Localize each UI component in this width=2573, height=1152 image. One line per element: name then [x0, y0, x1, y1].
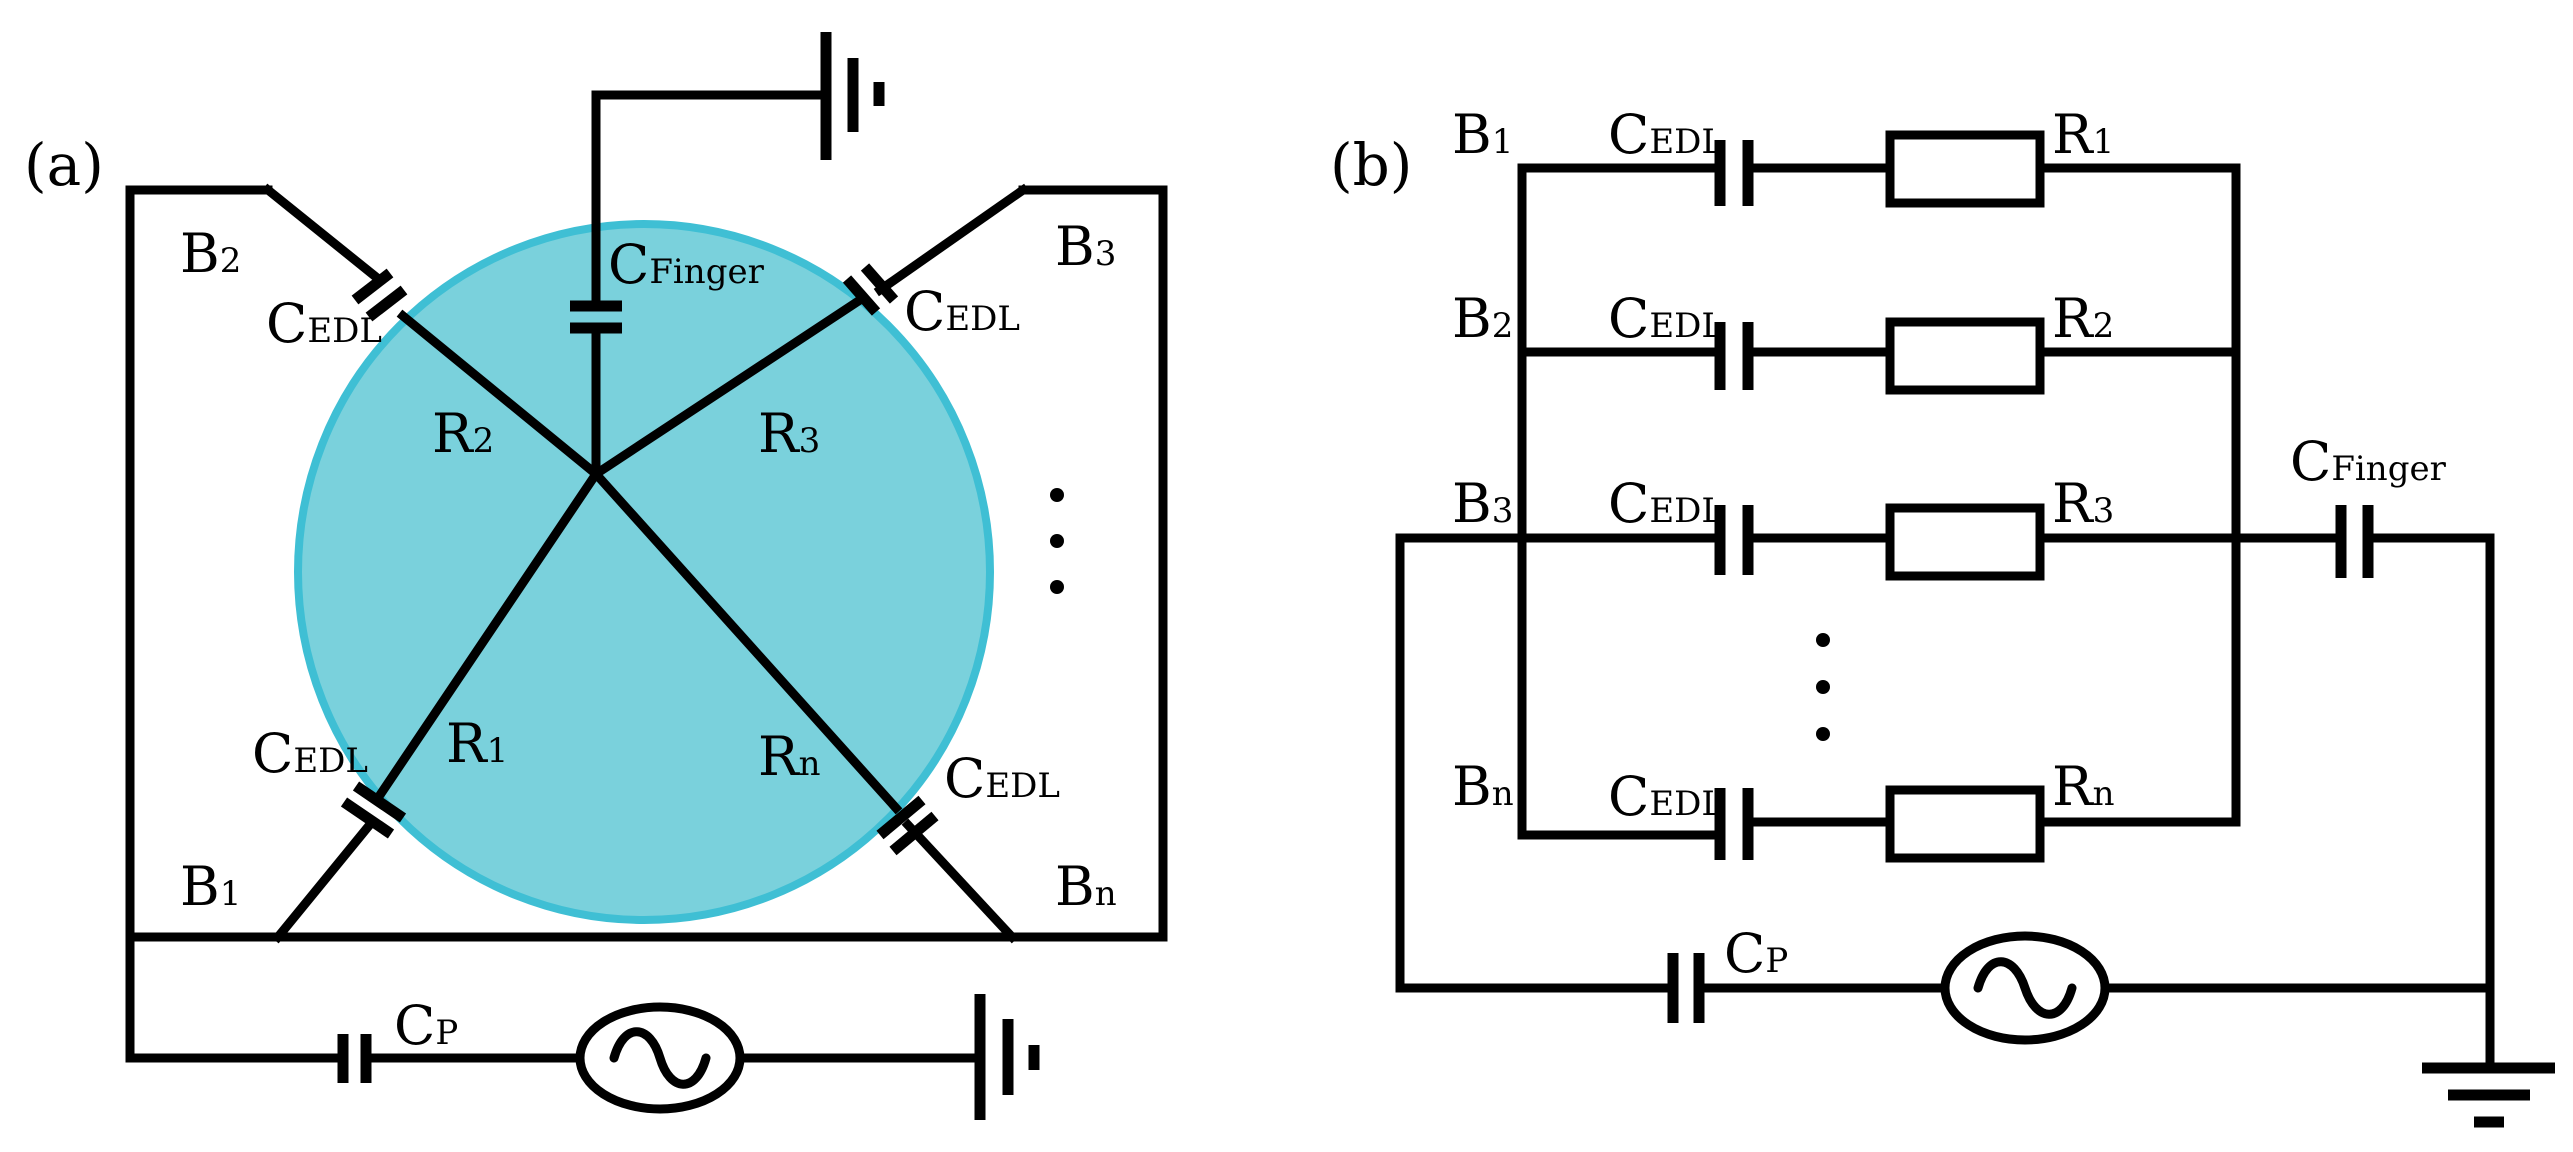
label-cedl-row3: CEDL — [1608, 472, 1724, 535]
wire-bottom-left — [125, 932, 345, 1063]
label-rn: Rn — [758, 725, 821, 788]
capacitor-cedl-tl-plate2 — [365, 285, 408, 322]
wire-cedl-to-center-r3 — [589, 293, 867, 481]
panel-a: (a) — [24, 32, 1168, 1120]
label-rn-row: Rn — [2052, 755, 2115, 818]
wire-cedl-to-center-rn — [589, 467, 903, 815]
wire-cedl-to-center-r1 — [373, 467, 603, 802]
frame-left-electrode — [125, 185, 1168, 942]
label-b3: B3 — [1055, 215, 1116, 278]
capacitor-cedl-tl-plate1 — [351, 268, 394, 305]
capacitor-cedl-bl-plate2 — [340, 797, 395, 839]
label-r2: R2 — [432, 402, 494, 465]
capacitor-cedl-bl-plate1 — [352, 781, 407, 823]
label-bn: Bn — [1055, 855, 1117, 918]
wire-bn-to-cedl — [901, 818, 1019, 944]
wire-b2-to-cedl — [261, 183, 383, 284]
branch-row-2 — [1517, 317, 2241, 395]
ellipsis-dot-b1 — [1816, 633, 1830, 647]
wire-b3-to-cedl — [873, 183, 1030, 297]
branch-row-3 — [1517, 503, 2241, 581]
label-cedl-rown: CEDL — [1608, 765, 1724, 828]
branch-row-1 — [1517, 130, 2241, 208]
label-cfinger-a: CFinger — [608, 233, 765, 296]
label-cedl-br: CEDL — [944, 747, 1060, 810]
label-cp-b: CP — [1724, 922, 1788, 985]
label-cedl-row2: CEDL — [1608, 287, 1724, 350]
label-b1: B1 — [180, 855, 241, 918]
label-b3-row: B3 — [1452, 472, 1513, 535]
panel-b-label: (b) — [1330, 131, 1412, 199]
label-cedl-bl: CEDL — [252, 722, 368, 785]
panel-b: (b) — [1330, 103, 2555, 1128]
capacitor-cedl-br-plate1 — [876, 795, 926, 840]
label-cfinger-b: CFinger — [2290, 430, 2447, 493]
ac-wave-b — [1973, 957, 2077, 1019]
label-bn-row: Bn — [1452, 755, 1514, 818]
resistor-row1 — [1885, 130, 2045, 208]
label-cedl-row1: CEDL — [1608, 103, 1724, 166]
ellipsis-dot-b3 — [1816, 727, 1830, 741]
capacitor-cedl-br-plate2 — [889, 811, 939, 856]
label-cp-a: CP — [394, 994, 458, 1057]
capacitor-cedl-tr-plate2 — [860, 263, 899, 304]
wire-b1-to-cedl — [271, 815, 379, 944]
label-r1-row: R1 — [2052, 103, 2114, 166]
label-r2-row: R2 — [2052, 287, 2114, 350]
ac-wave-a — [609, 1027, 711, 1089]
panel-a-label: (a) — [24, 131, 104, 199]
label-b2: B2 — [180, 222, 241, 285]
ellipsis-dot-3 — [1050, 580, 1064, 594]
ellipsis-dot-1 — [1050, 488, 1064, 502]
branch-row-n — [1517, 785, 2241, 863]
label-r1: R1 — [446, 712, 508, 775]
label-cedl-tr: CEDL — [904, 280, 1020, 343]
resistor-rown — [1885, 785, 2045, 863]
wire-b3-to-source-loop — [1395, 533, 1675, 993]
ellipsis-dot-b2 — [1816, 680, 1830, 694]
wire-cfinger-to-ground-b — [2365, 533, 2495, 1073]
label-b1-row: B1 — [1452, 103, 1513, 166]
wire-cedl-to-center-r2 — [396, 309, 603, 481]
label-b2-row: B2 — [1452, 287, 1513, 350]
resistor-row2 — [1885, 317, 2045, 395]
resistor-row3 — [1885, 503, 2045, 581]
label-cedl-tl: CEDL — [266, 292, 382, 355]
wire-cfinger-to-ground — [591, 90, 830, 309]
finger-contact-circle — [294, 220, 994, 924]
label-r3: R3 — [758, 402, 820, 465]
label-r3-row: R3 — [2052, 472, 2114, 535]
ellipsis-dot-2 — [1050, 534, 1064, 548]
